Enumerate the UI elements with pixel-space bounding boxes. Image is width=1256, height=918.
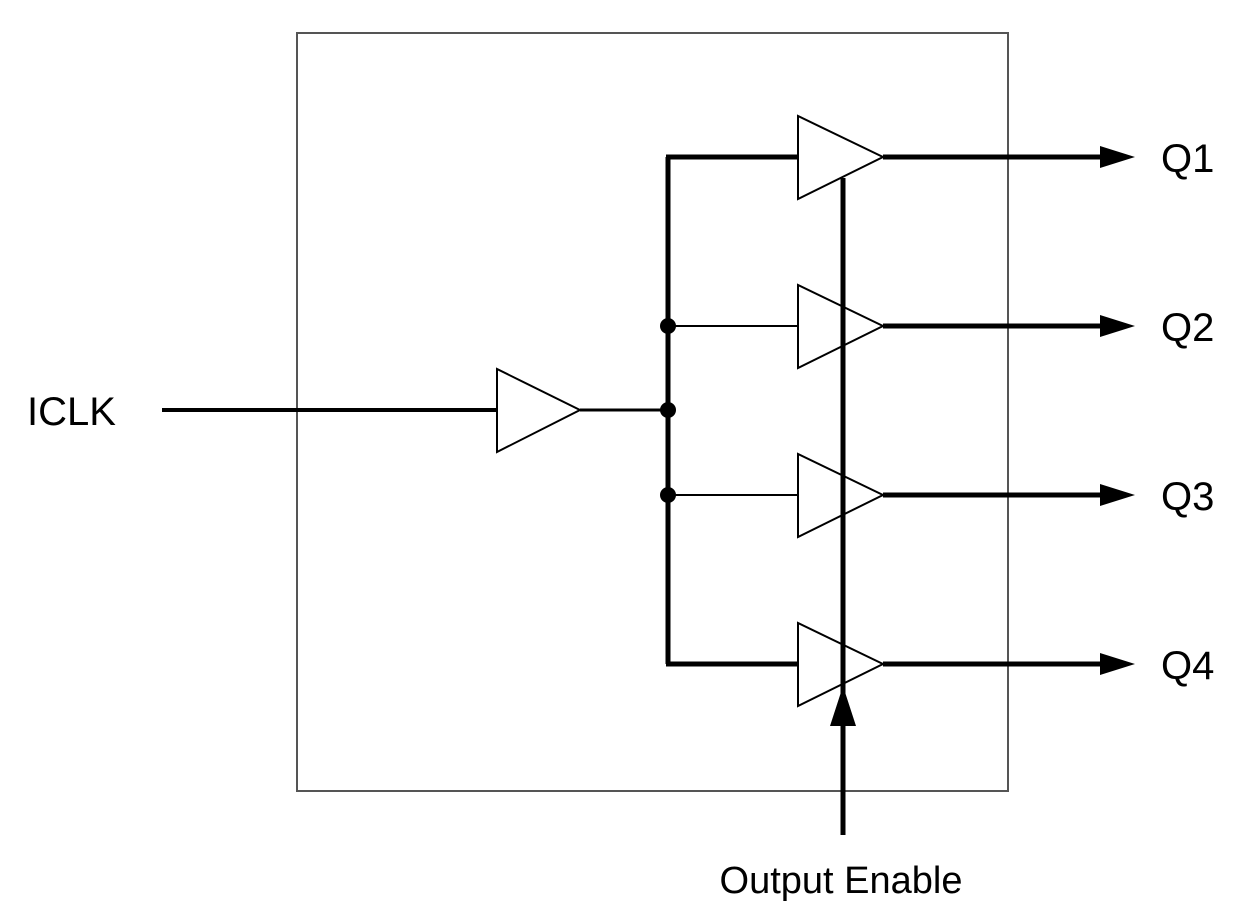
output-arrow-q3 — [1100, 484, 1135, 506]
junction-dot — [660, 318, 676, 334]
output-label-q1: Q1 — [1161, 137, 1214, 181]
output-arrow-q4 — [1100, 653, 1135, 675]
output-enable-label: Output Enable — [720, 860, 963, 902]
output-label-q3: Q3 — [1161, 475, 1214, 519]
input-label: ICLK — [27, 390, 116, 434]
input-buffer — [496, 367, 583, 454]
junction-dot — [660, 402, 676, 418]
output-label-q2: Q2 — [1161, 306, 1214, 350]
junction-dot — [660, 487, 676, 503]
output-arrow-q2 — [1100, 315, 1135, 337]
output-arrow-q1 — [1100, 146, 1135, 168]
output-enable-arrowhead — [830, 686, 856, 726]
output-label-q4: Q4 — [1161, 644, 1214, 688]
